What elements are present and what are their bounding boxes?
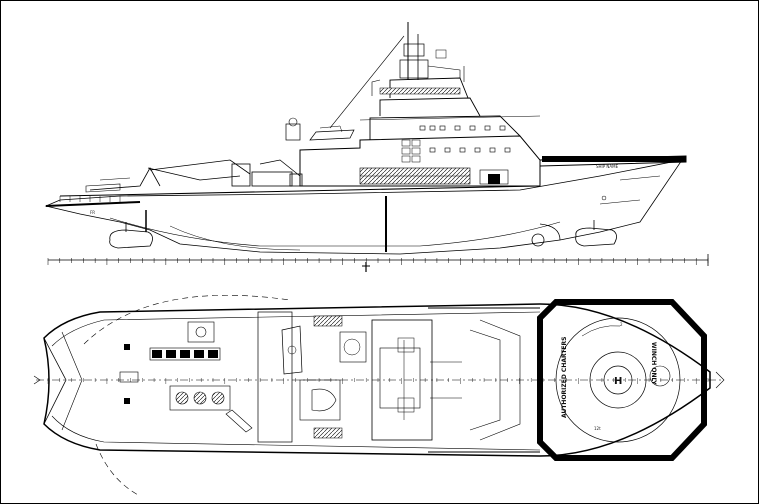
helideck-text-right: WINCH ONLY: [650, 342, 657, 385]
thruster-pods: [109, 220, 617, 249]
profile-view: SHIP NAME FR: [44, 22, 687, 255]
crane-reach-arc: [83, 294, 291, 497]
deck-equipment: [119, 321, 253, 433]
hull-outline: [44, 159, 683, 255]
helideck-code-top: 2: [620, 322, 623, 327]
ship-name-label: SHIP NAME: [596, 164, 619, 169]
windows: [419, 125, 511, 153]
helideck-code-bottom: 12t: [594, 426, 601, 431]
liferaft-stack: [401, 139, 421, 163]
helideck-text-left: AUTHORIZED CHARTERS: [561, 337, 568, 418]
plan-scale: [47, 378, 709, 384]
helideck-symbol: H: [614, 376, 622, 387]
frame-label: FR: [90, 210, 95, 215]
profile-scale: [47, 254, 709, 272]
